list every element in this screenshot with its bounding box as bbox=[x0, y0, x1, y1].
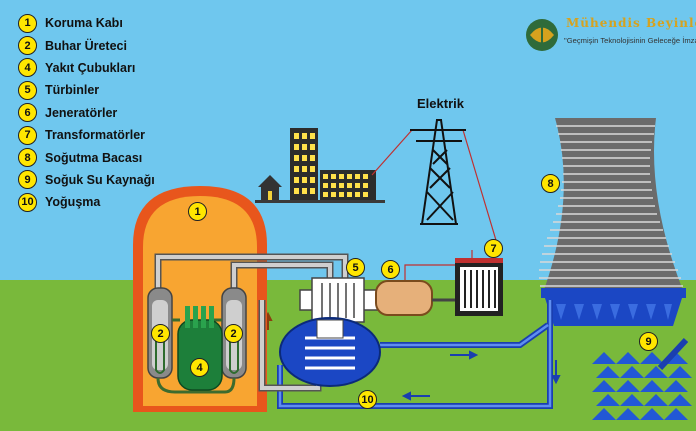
legend-label: Koruma Kabı bbox=[45, 16, 123, 31]
reactor-core bbox=[177, 306, 223, 391]
legend-number: 4 bbox=[18, 58, 37, 78]
steam-generator-badge: 2 bbox=[224, 324, 243, 343]
legend: 1 Koruma Kabı 2 Buhar Üreteci 4 Yakıt Çubuk… bbox=[18, 12, 155, 214]
cold-water-badge: 9 bbox=[639, 332, 658, 351]
transformer bbox=[455, 258, 503, 316]
legend-label: Buhar Üreteci bbox=[45, 38, 127, 53]
turbine-badge: 5 bbox=[346, 258, 365, 277]
transformer-badge: 7 bbox=[484, 239, 503, 258]
legend-number: 7 bbox=[18, 125, 37, 145]
legend-label: Transformatörler bbox=[45, 128, 146, 143]
generator bbox=[375, 250, 473, 316]
brain-logo-icon bbox=[526, 19, 558, 51]
legend-number: 10 bbox=[18, 192, 37, 212]
power-lines bbox=[371, 129, 499, 248]
legend-number: 9 bbox=[18, 170, 37, 190]
legend-number: 5 bbox=[18, 80, 37, 100]
cooling-tower bbox=[539, 118, 686, 326]
legend-label: Soğuk Su Kaynağı bbox=[45, 172, 155, 187]
generator-badge: 6 bbox=[381, 260, 400, 279]
fuel-rods-badge: 4 bbox=[190, 358, 209, 377]
legend-number: 8 bbox=[18, 148, 37, 168]
legend-item: 2 Buhar Üreteci bbox=[18, 34, 155, 56]
brand-slogan: "Geçmişin Teknolojisinin Geleceğe İmzası… bbox=[564, 36, 696, 45]
city-buildings bbox=[255, 128, 385, 203]
legend-item: 7 Transformatörler bbox=[18, 124, 155, 146]
legend-item: 8 Soğutma Bacası bbox=[18, 146, 155, 168]
cold-water-waves bbox=[592, 352, 692, 420]
legend-number: 6 bbox=[18, 103, 37, 123]
legend-label: Jeneratörler bbox=[45, 105, 118, 120]
legend-label: Soğutma Bacası bbox=[45, 150, 143, 165]
cooling-tower-badge: 8 bbox=[541, 174, 560, 193]
legend-item: 6 Jeneratörler bbox=[18, 102, 155, 124]
legend-label: Yoğuşma bbox=[45, 195, 101, 210]
legend-label: Yakıt Çubukları bbox=[45, 60, 136, 75]
condenser bbox=[279, 317, 381, 387]
legend-item: 10 Yoğuşma bbox=[18, 191, 155, 213]
legend-item: 5 Türbinler bbox=[18, 79, 155, 101]
legend-number: 1 bbox=[18, 13, 37, 33]
flow-arrows bbox=[401, 350, 561, 401]
legend-item: 9 Soğuk Su Kaynağı bbox=[18, 169, 155, 191]
turbine bbox=[299, 277, 381, 323]
condensation-badge: 10 bbox=[358, 390, 377, 409]
legend-item: 4 Yakıt Çubukları bbox=[18, 57, 155, 79]
brand-title: Mühendis Beyinler bbox=[566, 16, 696, 30]
containment-badge: 1 bbox=[188, 202, 207, 221]
transmission-tower bbox=[410, 119, 466, 225]
steam-generator-badge: 2 bbox=[151, 324, 170, 343]
legend-item: 1 Koruma Kabı bbox=[18, 12, 155, 34]
brand-logo: Mühendis Beyinler "Geçmişin Teknolojisin… bbox=[524, 14, 696, 56]
legend-number: 2 bbox=[18, 36, 37, 56]
legend-label: Türbinler bbox=[45, 83, 100, 98]
electricity-label: Elektrik bbox=[417, 96, 464, 111]
